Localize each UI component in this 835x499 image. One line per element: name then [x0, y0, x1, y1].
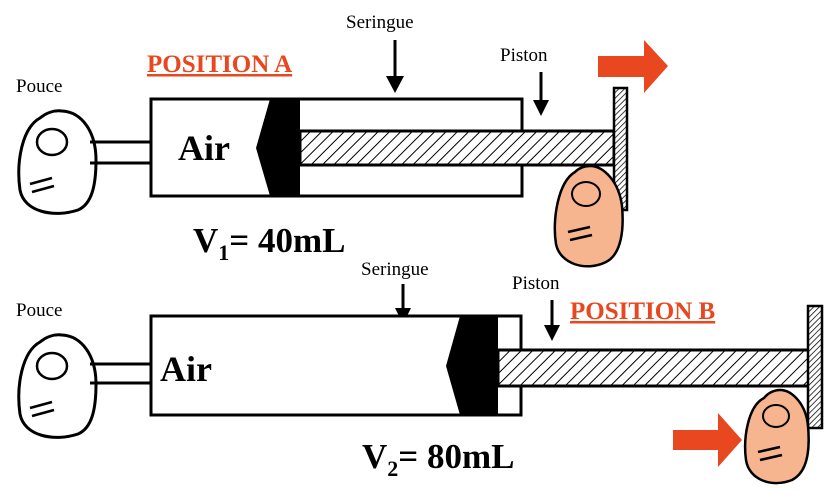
seringue-label-b: Seringue: [361, 259, 429, 280]
volume-prefix-b: V: [362, 437, 387, 476]
piston-label-b: Piston: [512, 273, 560, 294]
volume-value-a: = 40mL: [229, 221, 345, 260]
seringue-arrow-a: [386, 40, 404, 93]
thumb-icon: [17, 109, 98, 215]
volume-label-b: V2= 80mL: [362, 437, 514, 481]
position-b-group: Seringue Piston POSITION B Pouce: [16, 259, 824, 485]
air-label-a: Air: [178, 128, 230, 168]
air-label-b: Air: [160, 349, 212, 389]
volume-subscript-a: 1: [218, 240, 229, 265]
volume-value-b: = 80mL: [398, 437, 514, 476]
pouce-label-b: Pouce: [16, 300, 62, 321]
nozzle-a: [90, 140, 152, 165]
red-arrow-icon-a: [598, 40, 668, 93]
piston-rod-a: [298, 129, 616, 167]
volume-label-a: V1= 40mL: [193, 221, 345, 265]
pouce-label-a: Pouce: [16, 76, 62, 97]
plunger-head-b: [446, 316, 498, 415]
position-b-title: POSITION B: [570, 298, 715, 325]
nozzle-b: [90, 362, 152, 385]
hand-icon-b: [743, 388, 810, 485]
red-arrow-icon-b: [673, 413, 742, 467]
position-a-group: POSITION A Pouce Seringue Piston: [16, 12, 668, 268]
piston-arrow-a: [533, 72, 549, 116]
piston-rod-b: [496, 348, 811, 388]
volume-prefix-a: V: [193, 221, 218, 260]
plunger-head-a: [256, 99, 300, 196]
hand-icon-a: [553, 164, 624, 268]
seringue-label-a: Seringue: [346, 12, 414, 33]
piston-plate-b: [806, 304, 824, 430]
position-a-title: POSITION A: [147, 51, 292, 78]
thumb-icon-b: [17, 333, 98, 439]
piston-label-a: Piston: [500, 45, 548, 66]
volume-subscript-b: 2: [387, 456, 398, 481]
piston-arrow-b: [544, 300, 560, 341]
